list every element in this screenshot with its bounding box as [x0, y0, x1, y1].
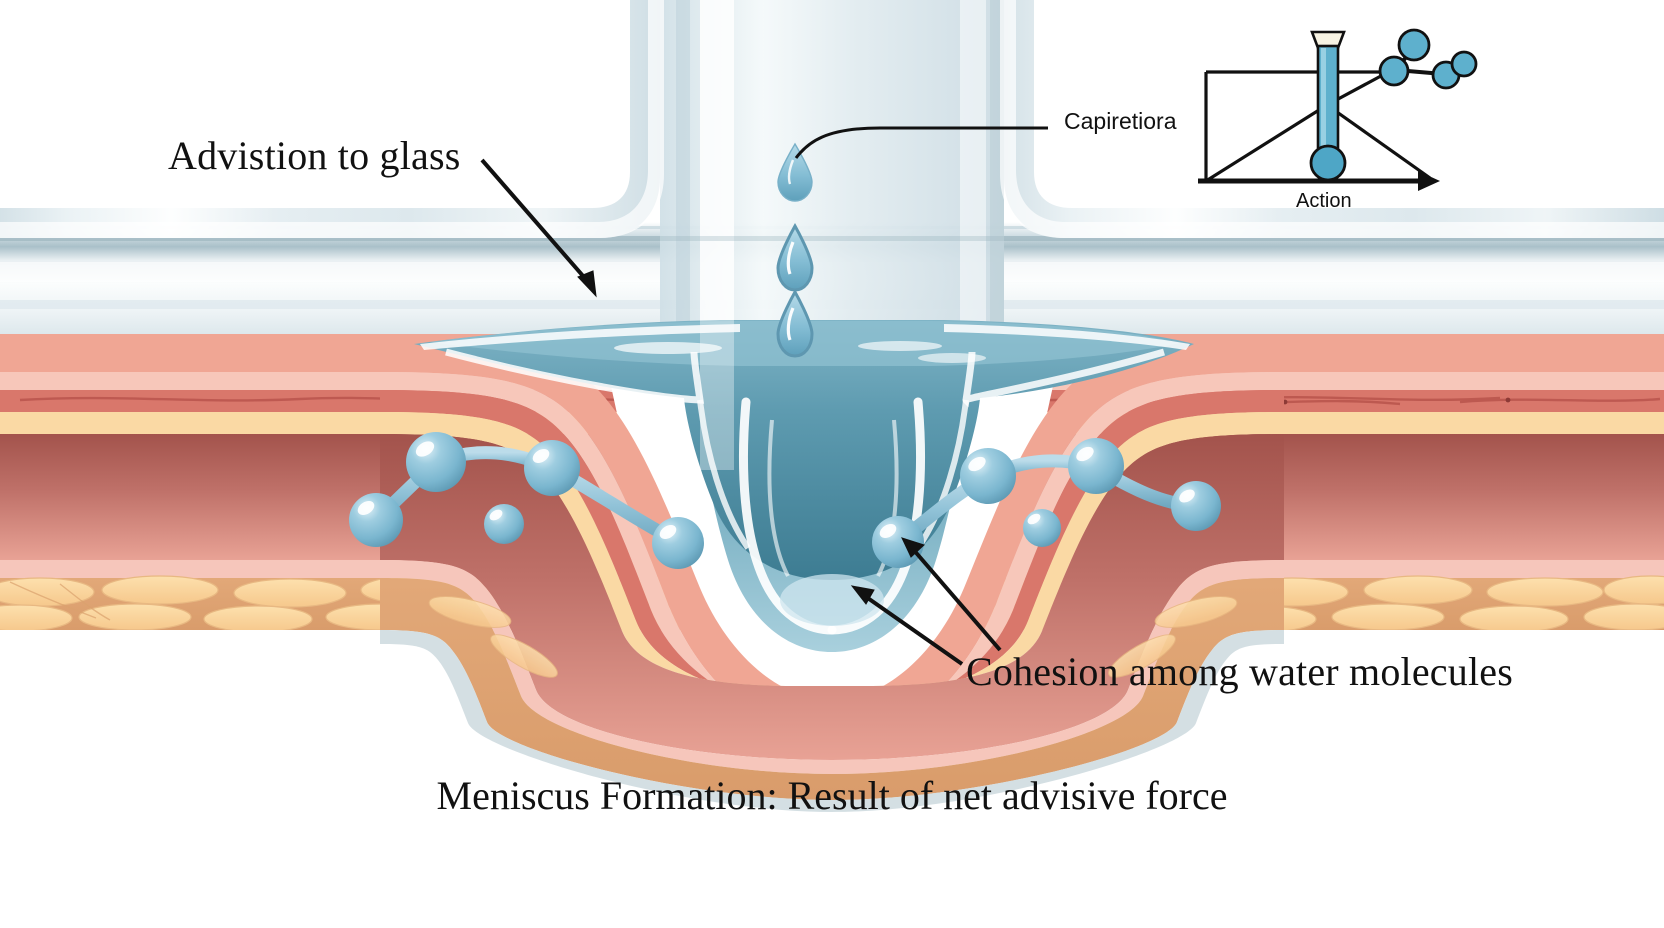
glass-tube-vertical	[0, 0, 1664, 352]
fat-cells-funnel	[428, 596, 1238, 678]
water-molecule	[652, 517, 704, 569]
molecule-chain-right	[872, 438, 1221, 568]
leader-adhesion	[480, 158, 597, 298]
label-inset-axis-action: Action	[1296, 190, 1352, 212]
water-highlights	[420, 324, 1190, 363]
inset-ray-right	[1326, 103, 1431, 180]
water-molecule	[524, 440, 580, 496]
water-molecule	[1171, 481, 1221, 531]
label-adhesion-to-glass: Advistion to glass	[168, 133, 461, 178]
molecule-chain-left	[349, 432, 704, 569]
leader-capillary	[794, 126, 1048, 159]
droplet-1	[777, 142, 813, 202]
inset-capillary-tube	[1309, 30, 1347, 182]
droplet-3	[776, 288, 814, 358]
water-molecule-free	[1023, 509, 1061, 547]
water-molecule	[1068, 438, 1124, 494]
funnel-highlight-right	[827, 397, 926, 635]
inset-molecules	[1378, 28, 1478, 90]
label-inset-capillary: Capiretiora	[1064, 108, 1177, 134]
water-molecule	[406, 432, 466, 492]
inset-diagram	[1198, 28, 1478, 191]
figure-caption: Meniscus Formation: Result of net advisi…	[436, 773, 1228, 818]
water-molecule-free	[484, 504, 524, 544]
leader-lines	[480, 126, 1048, 666]
water-body	[414, 320, 1194, 652]
leader-cohesion-wall	[850, 585, 964, 666]
leader-cohesion-molecule	[901, 537, 1002, 652]
inset-ray-left	[1205, 103, 1328, 183]
water-molecule	[960, 448, 1016, 504]
funnel-highlight-left	[738, 397, 837, 635]
water-molecule	[349, 493, 403, 547]
label-cohesion-among-water-molecules: Cohesion among water molecules	[966, 649, 1513, 694]
inset-axis-arrowhead	[1418, 171, 1440, 191]
water-droplets	[776, 142, 814, 358]
